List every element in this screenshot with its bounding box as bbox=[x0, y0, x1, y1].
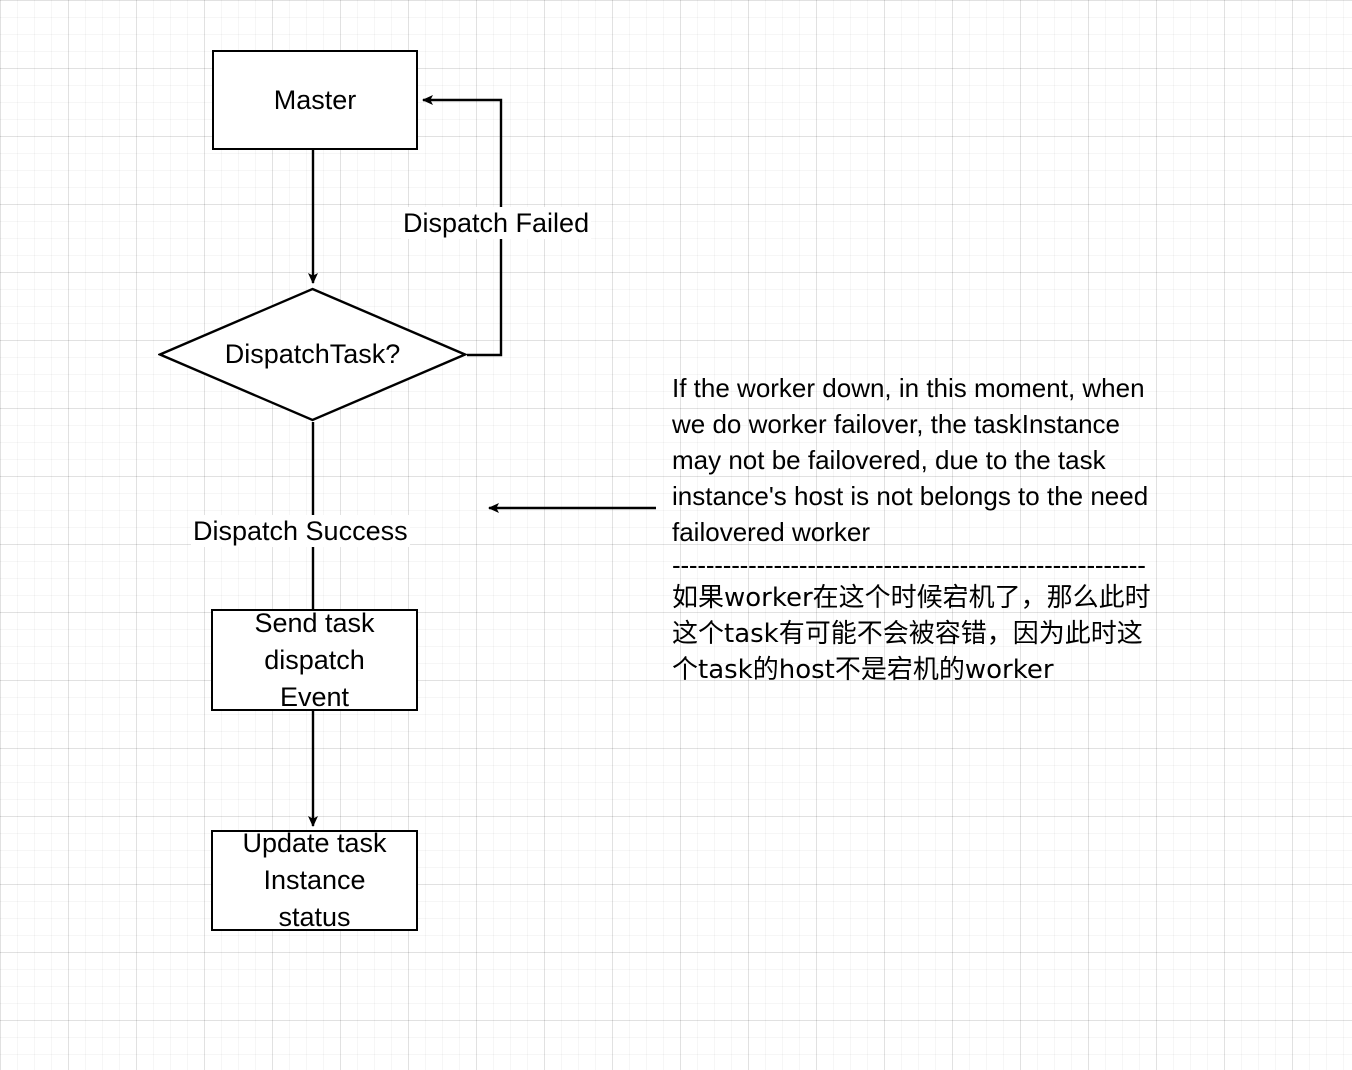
node-update-task-instance-status-label: Update task Instance status bbox=[242, 828, 387, 932]
annotation-english-text: If the worker down, in this moment, when… bbox=[672, 373, 1149, 547]
node-send-task-dispatch-event-label: Send task dispatch Event bbox=[254, 607, 375, 712]
node-master-label: Master bbox=[273, 84, 357, 115]
node-update-task-instance-status[interactable]: Update task Instance status bbox=[211, 828, 418, 932]
node-master[interactable]: Master bbox=[212, 50, 418, 150]
edge-label-dispatch-success: Dispatch Success bbox=[191, 515, 410, 547]
node-send-task-dispatch-event[interactable]: Send task dispatch Event bbox=[211, 608, 418, 712]
diamond-shape bbox=[158, 287, 467, 422]
node-decision-dispatch-task[interactable]: DispatchTask? bbox=[158, 287, 467, 422]
annotation-divider: ----------------------------------------… bbox=[672, 550, 1146, 580]
edge-label-dispatch-failed: Dispatch Failed bbox=[401, 207, 592, 239]
node-decision-label: DispatchTask? bbox=[224, 339, 401, 369]
annotation-chinese-text: 如果worker在这个时候宕机了，那么此时 这个task有可能不会被容错，因为此… bbox=[672, 583, 1151, 685]
annotation-note: If the worker down, in this moment, when… bbox=[672, 370, 1252, 688]
